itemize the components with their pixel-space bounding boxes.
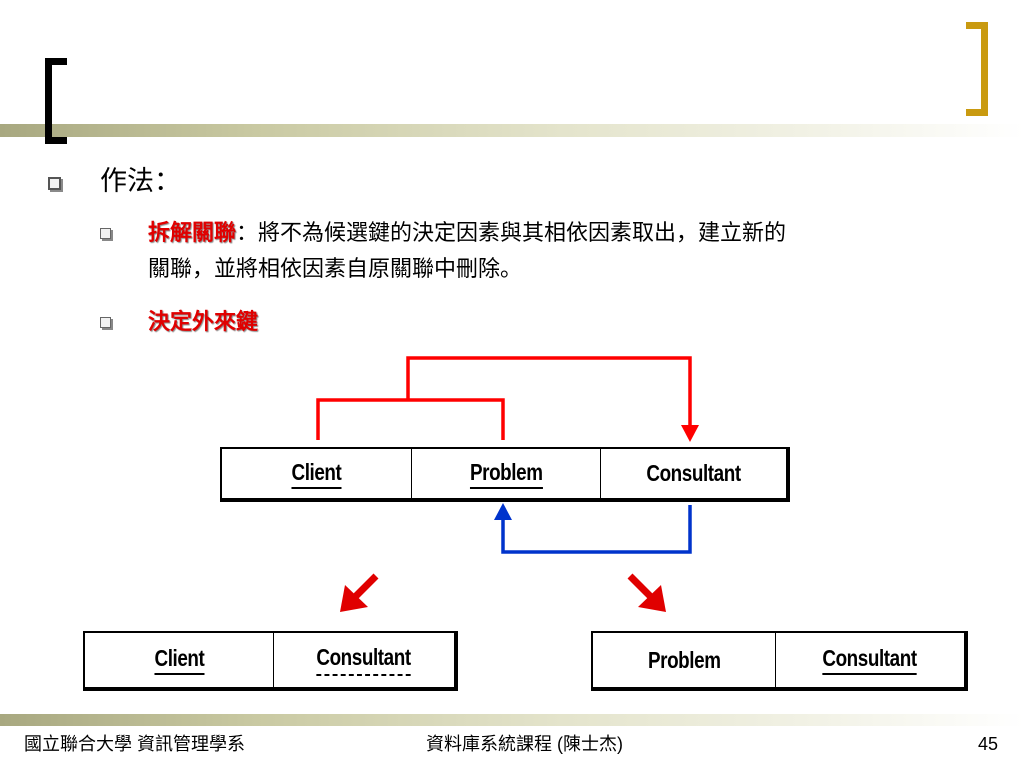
column-client: Client: [222, 449, 411, 498]
fd-arrow-consultant-to-problem: [501, 505, 692, 554]
right-bracket-decoration: [966, 22, 988, 116]
decompose-arrow-right: [627, 573, 666, 612]
square-bullet-icon: [48, 177, 61, 190]
left-bracket-decoration: [45, 58, 67, 144]
footer-department: 國立聯合大學 資訊管理學系: [24, 734, 245, 754]
term-decompose: 拆解關聯: [148, 221, 237, 246]
fd-arrow-client-problem-to-consultant: [316, 356, 692, 440]
arrowhead-red: [681, 425, 699, 442]
footer-band: [0, 714, 1024, 726]
page-number: 45: [978, 734, 999, 754]
heading-text: 作法：: [100, 166, 181, 197]
column-consultant: Consultant: [600, 449, 786, 498]
relation-original: Client Problem Consultant: [220, 447, 790, 502]
arrowhead-blue: [494, 503, 512, 520]
bullet-item-1-line2: 關聯，並將相依因素自原關聯中刪除。: [148, 257, 523, 282]
square-bullet-icon: [100, 228, 111, 239]
column-problem: Problem: [411, 449, 600, 498]
relation-client-consultant: Client Consultant: [83, 631, 458, 691]
column-consultant-key: Consultant: [775, 633, 964, 687]
bullet-item-1: 拆解關聯：將不為候選鍵的決定因素與其相依因素取出，建立新的: [148, 216, 978, 252]
relation-problem-consultant: Problem Consultant: [591, 631, 968, 691]
column-client: Client: [85, 633, 273, 687]
term-foreign-key: 決定外來鍵: [148, 310, 259, 335]
column-problem: Problem: [647, 646, 721, 673]
footer-course: 資料庫系統課程 (陳士杰): [426, 734, 623, 754]
decompose-arrow-left: [340, 573, 379, 612]
column-consultant-foreign-key: Consultant: [273, 633, 454, 687]
square-bullet-icon: [100, 317, 111, 328]
title-band: [0, 124, 1024, 137]
bullet-item-1-text: ：將不為候選鍵的決定因素與其相依因素取出，建立新的: [236, 221, 787, 246]
